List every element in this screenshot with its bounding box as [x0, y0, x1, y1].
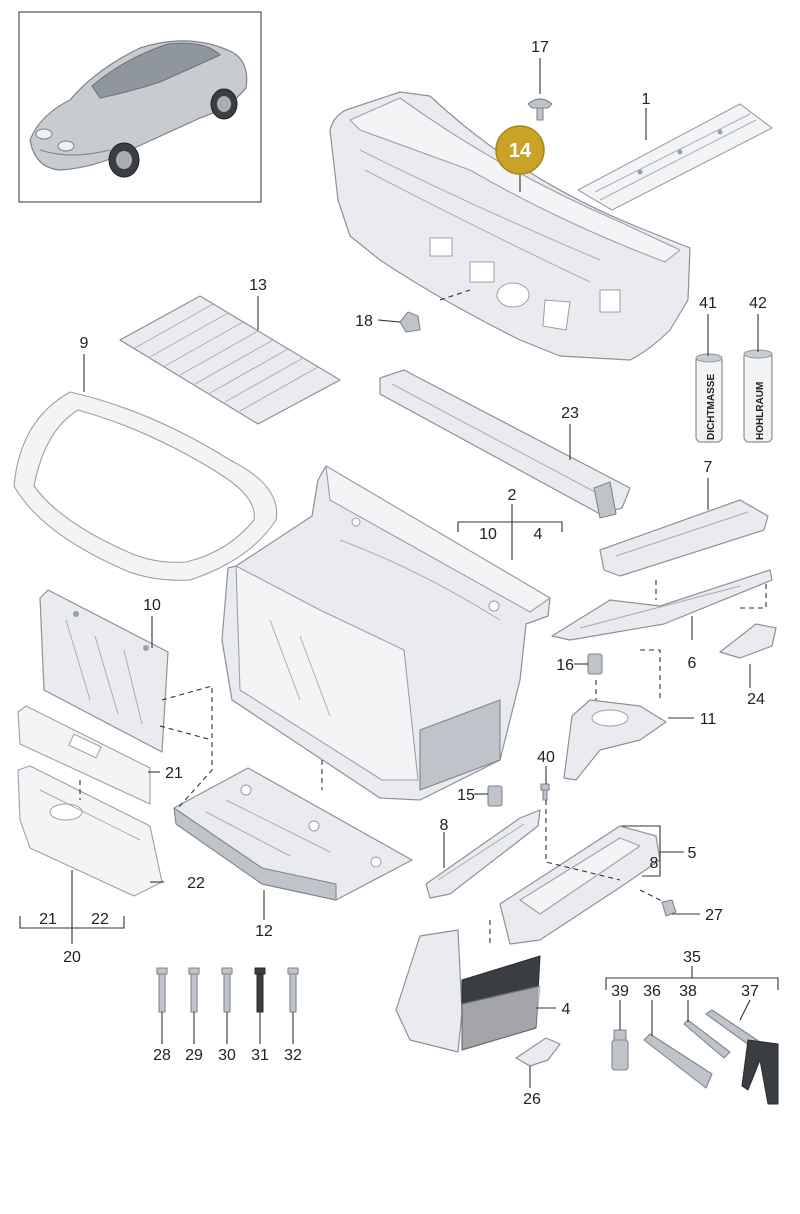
- part-6-longitudinal: [551, 569, 773, 641]
- label-37: 37: [741, 983, 759, 1000]
- label-30: 30: [218, 1047, 236, 1064]
- label-17: 17: [531, 39, 549, 56]
- part-number-labels: 1 2 10 4 4 5 8 6 7 8 9 10 11 12 13 15 16…: [39, 39, 767, 1108]
- part-15-spacer: [487, 785, 503, 807]
- car-thumbnail: [18, 11, 262, 203]
- label-12: 12: [255, 923, 273, 940]
- can-41-label: DICHTMASSE: [706, 374, 717, 440]
- label-2-sub-10: 10: [479, 526, 497, 543]
- part-31-bolt: [254, 967, 266, 1013]
- label-10: 10: [143, 597, 161, 614]
- label-40: 40: [537, 749, 555, 766]
- part-36-tube: [643, 1033, 713, 1089]
- part-37-gun: [705, 1009, 779, 1105]
- porsche-911-thumbnail-icon: [29, 40, 248, 178]
- part-39-bottle: [611, 1029, 629, 1071]
- label-1: 1: [642, 91, 651, 108]
- label-24: 24: [747, 691, 765, 708]
- part-40-bolt: [540, 783, 550, 801]
- label-9: 9: [80, 335, 89, 352]
- part-16-spacer: [587, 653, 603, 675]
- part-38-nozzle: [683, 1019, 731, 1059]
- label-39: 39: [611, 983, 629, 1000]
- label-36: 36: [643, 983, 661, 1000]
- label-20-sub-22: 22: [91, 911, 109, 928]
- assembly-dashed-lines: [79, 289, 767, 944]
- label-16: 16: [556, 657, 574, 674]
- part-23-cross-member: [379, 369, 631, 519]
- part-7-bracket: [599, 499, 769, 577]
- part-21-panel: [17, 705, 151, 805]
- part-1-reinforcement: [577, 103, 773, 211]
- label-18: 18: [355, 313, 373, 330]
- label-23: 23: [561, 405, 579, 422]
- label-20-sub-21: 21: [39, 911, 57, 928]
- label-8: 8: [440, 817, 449, 834]
- part-18-clip: [399, 311, 421, 333]
- label-21: 21: [165, 765, 183, 782]
- label-41: 41: [699, 295, 717, 312]
- label-13: 13: [249, 277, 267, 294]
- label-28: 28: [153, 1047, 171, 1064]
- label-7: 7: [704, 459, 713, 476]
- part-17-clip: [527, 98, 553, 121]
- part-27-clip: [661, 899, 677, 917]
- part-32-bolt: [287, 967, 299, 1013]
- part-26-bracket: [515, 1037, 561, 1067]
- part-42-can: HOHLRAUM: [743, 349, 773, 443]
- label-32: 32: [284, 1047, 302, 1064]
- label-11: 11: [700, 711, 717, 728]
- part-9-frame: [13, 391, 278, 581]
- label-5-sub-8: 8: [650, 855, 659, 872]
- badge-14-label: 14: [509, 140, 532, 162]
- part-30-bolt: [221, 967, 233, 1013]
- label-35: 35: [683, 949, 701, 966]
- part-10-front-wall: [39, 589, 169, 753]
- label-42: 42: [749, 295, 767, 312]
- label-5: 5: [688, 845, 697, 862]
- can-42-label: HOHLRAUM: [755, 382, 766, 440]
- part-11-wheelhouse: [563, 699, 667, 781]
- label-31: 31: [251, 1047, 269, 1064]
- part-2-front-tub: [221, 465, 551, 801]
- part-29-bolt: [188, 967, 200, 1013]
- label-20: 20: [63, 949, 81, 966]
- part-14-bulkhead: [329, 91, 691, 361]
- label-27: 27: [705, 907, 723, 924]
- label-6: 6: [688, 655, 697, 672]
- label-29: 29: [185, 1047, 203, 1064]
- part-24-bracket: [719, 623, 777, 659]
- part-13-corrugated-floor: [119, 295, 341, 425]
- label-2-sub-4: 4: [534, 526, 543, 543]
- label-22: 22: [187, 875, 205, 892]
- part-22-panel: [17, 765, 163, 897]
- part-4-bracket: [395, 929, 541, 1053]
- leader-lines: [19, 58, 779, 1088]
- label-15: 15: [457, 787, 475, 804]
- part-5-longitudinal: [499, 825, 661, 945]
- part-28-bolt: [156, 967, 168, 1013]
- label-4: 4: [562, 1001, 571, 1018]
- highlight-badge-14[interactable]: 14: [495, 125, 545, 175]
- label-26: 26: [523, 1091, 541, 1108]
- part-12-floor-pan: [173, 767, 413, 901]
- part-8-side-member: [425, 809, 541, 899]
- part-41-can: DICHTMASSE: [695, 353, 723, 443]
- label-2: 2: [508, 487, 517, 504]
- label-38: 38: [679, 983, 697, 1000]
